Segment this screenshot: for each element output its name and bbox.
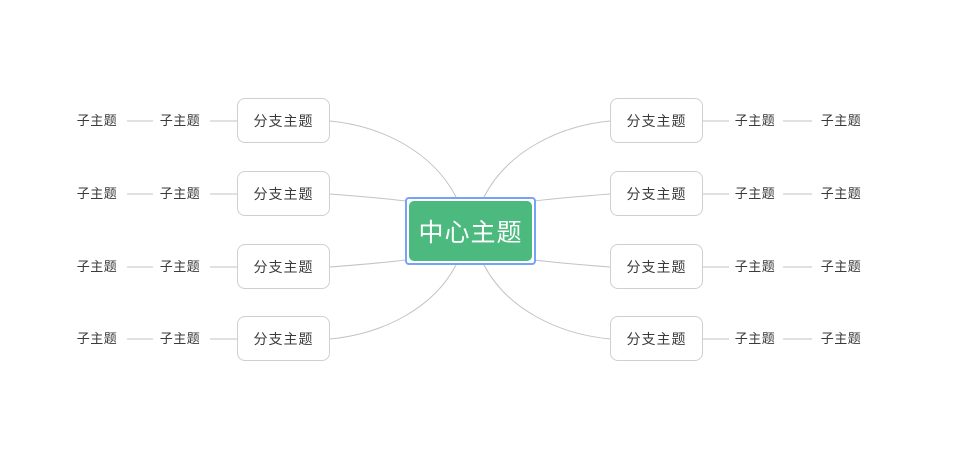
branch-topic-node[interactable]: 分支主题 [610,171,703,216]
connector-curve [483,264,611,340]
subtopic-node[interactable]: 子主题 [734,331,776,346]
branch-topic-label: 分支主题 [626,185,687,202]
connector-curve [533,259,611,268]
subtopic-node[interactable]: 子主题 [159,259,201,274]
branch-topic-label: 分支主题 [253,258,314,275]
subtopic-node[interactable]: 子主题 [76,186,118,201]
subtopic-node[interactable]: 子主题 [76,331,118,346]
branch-topic-label: 分支主题 [626,330,687,347]
subtopic-node[interactable]: 子主题 [820,331,862,346]
branch-topic-node[interactable]: 分支主题 [237,98,330,143]
subtopic-node[interactable]: 子主题 [76,259,118,274]
subtopic-node[interactable]: 子主题 [734,259,776,274]
branch-topic-node[interactable]: 分支主题 [610,316,703,361]
subtopic-node[interactable]: 子主题 [820,259,862,274]
central-topic-label: 中心主题 [418,219,523,247]
subtopic-node[interactable]: 子主题 [159,113,201,128]
branch-topic-node[interactable]: 分支主题 [610,98,703,143]
branch-topic-node[interactable]: 分支主题 [237,244,330,289]
connector-curve [329,120,457,198]
subtopic-node[interactable]: 子主题 [820,186,862,201]
branch-topic-label: 分支主题 [626,258,687,275]
central-topic-body: 中心主题 [409,201,532,261]
subtopic-node[interactable]: 子主题 [159,331,201,346]
subtopic-node[interactable]: 子主题 [734,186,776,201]
subtopic-node[interactable]: 子主题 [734,113,776,128]
connector-curve [329,193,407,202]
branch-topic-node[interactable]: 分支主题 [237,171,330,216]
central-topic-node[interactable]: 中心主题 [405,197,536,265]
subtopic-node[interactable]: 子主题 [76,113,118,128]
branch-topic-label: 分支主题 [253,112,314,129]
branch-topic-label: 分支主题 [253,330,314,347]
connector-curve [329,259,407,268]
subtopic-node[interactable]: 子主题 [159,186,201,201]
branch-topic-node[interactable]: 分支主题 [610,244,703,289]
branch-topic-label: 分支主题 [626,112,687,129]
branch-topic-node[interactable]: 分支主题 [237,316,330,361]
branch-topic-label: 分支主题 [253,185,314,202]
subtopic-node[interactable]: 子主题 [820,113,862,128]
connector-curve [533,193,611,202]
connector-curve [329,264,457,340]
connector-curve [483,120,611,198]
